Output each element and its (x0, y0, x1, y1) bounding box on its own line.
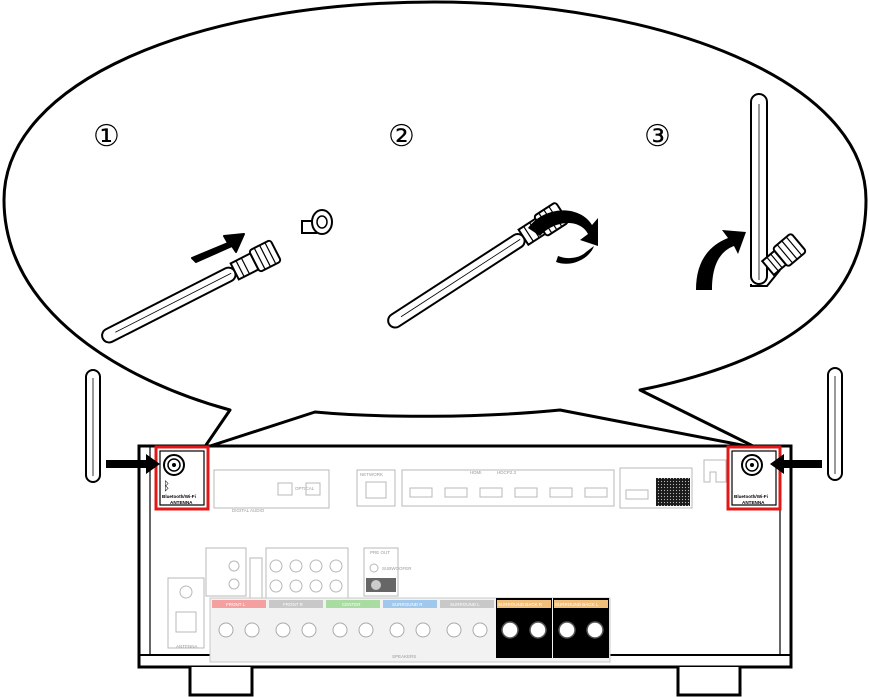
svg-text:Bluetooth/Wi-Fi: Bluetooth/Wi-Fi (162, 494, 196, 499)
bluetooth-wifi-icon: ᛒ (163, 479, 170, 493)
svg-text:HDMI: HDMI (470, 470, 482, 475)
svg-text:HDCP2.3: HDCP2.3 (497, 470, 517, 475)
svg-text:ANTENNA: ANTENNA (176, 644, 198, 649)
antenna-jack-right: Bluetooth/Wi-Fi ANTENNA (726, 445, 782, 511)
fm-am-antenna-section: ANTENNA (167, 577, 205, 649)
left-foot (188, 667, 254, 697)
hdmi-out-section (619, 467, 693, 509)
callout-bubble (2, 0, 868, 450)
step-1-antenna (101, 239, 282, 344)
svg-text:PRE OUT: PRE OUT (370, 550, 390, 555)
left-side-antenna (85, 369, 101, 483)
svg-text:FRONT R: FRONT R (283, 602, 304, 607)
step-number-3: ③ (644, 119, 671, 154)
svg-text:FRONT L: FRONT L (226, 602, 246, 607)
digital-audio-section: DIGITAL AUDIO OPTICAL (213, 469, 330, 513)
step-number-1: ① (93, 119, 120, 154)
rotate-arrow-tail (556, 246, 594, 264)
network-section: NETWORK (356, 469, 396, 507)
svg-text:ANTENNA: ANTENNA (170, 500, 193, 505)
svg-text:CENTER: CENTER (342, 602, 361, 607)
connector-terminal-icon (301, 209, 333, 235)
push-arrow-icon (191, 233, 245, 263)
right-side-antenna (827, 367, 843, 481)
svg-text:NETWORK: NETWORK (360, 472, 383, 477)
svg-text:DIGITAL AUDIO: DIGITAL AUDIO (232, 508, 265, 513)
bend-arrow-icon (696, 230, 746, 290)
right-insert-arrow-icon (770, 454, 822, 474)
antenna-jack-left: ᛒ Bluetooth/Wi-Fi ANTENNA (154, 445, 210, 511)
svg-text:SURROUND BACK R: SURROUND BACK R (498, 602, 543, 607)
svg-text:SURROUND L: SURROUND L (450, 602, 480, 607)
pre-out-section: PRE OUT SUBWOOFER (363, 547, 412, 597)
hdmi-section: HDMI HDCP2.3 (401, 469, 615, 507)
left-insert-arrow-icon (106, 454, 160, 474)
logo-mark (703, 459, 727, 483)
step-number-2: ② (388, 119, 415, 154)
svg-text:Bluetooth/Wi-Fi: Bluetooth/Wi-Fi (734, 494, 768, 499)
rotate-arrow-icon (528, 210, 598, 246)
svg-text:SPEAKERS: SPEAKERS (392, 654, 416, 659)
svg-text:ANTENNA: ANTENNA (742, 500, 765, 505)
svg-text:SUBWOOFER: SUBWOOFER (382, 566, 412, 571)
right-foot (676, 667, 742, 697)
svg-text:SURROUND R: SURROUND R (392, 602, 423, 607)
step-3-antenna (750, 93, 807, 287)
svg-text:SURROUND BACK L: SURROUND BACK L (555, 602, 599, 607)
speaker-terminals: FRONT L FRONT R CENTER SURROUND R SURROU… (209, 597, 611, 663)
svg-text:OPTICAL: OPTICAL (295, 486, 315, 491)
